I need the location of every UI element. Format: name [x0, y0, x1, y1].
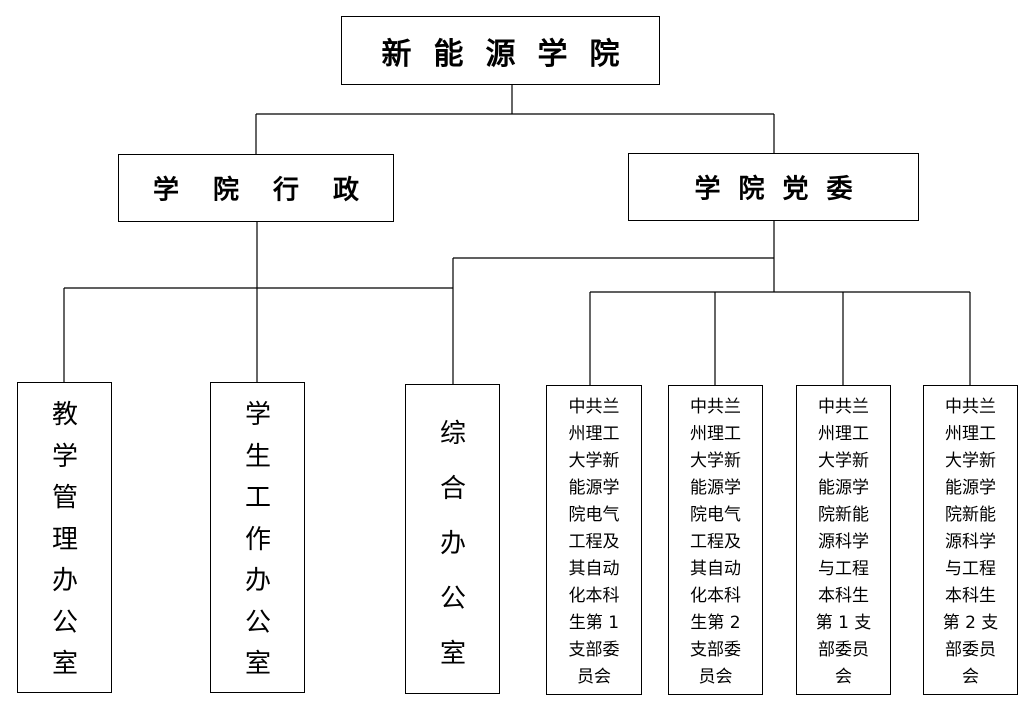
branch-committee-1-node: 中共兰州理工大学新能源学院电气工程及其自动化本科生第 1 支部委员会 — [546, 385, 642, 695]
general-office-node: 综合办公室 — [405, 384, 500, 694]
root-label: 新能源学院 — [381, 36, 642, 72]
party-label: 学院党委 — [694, 174, 871, 205]
branch-committee-1-label: 中共兰州理工大学新能源学院电气工程及其自动化本科生第 1 支部委员会 — [568, 397, 620, 687]
admin-label: 学院行政 — [153, 175, 394, 206]
teaching-office-label: 教学管理办公室 — [52, 400, 79, 679]
branch-committee-2-label: 中共兰州理工大学新能源学院电气工程及其自动化本科生第 2 支部委员会 — [690, 397, 741, 687]
branch-committee-3-node: 中共兰州理工大学新能源学院新能源科学与工程本科生第 1 支部委员会 — [796, 385, 891, 695]
teaching-office-node: 教学管理办公室 — [17, 382, 112, 693]
branch-committee-3-label: 中共兰州理工大学新能源学院新能源科学与工程本科生第 1 支部委员会 — [815, 397, 872, 687]
root-node: 新能源学院 — [341, 16, 660, 85]
branch-committee-2-node: 中共兰州理工大学新能源学院电气工程及其自动化本科生第 2 支部委员会 — [668, 385, 763, 695]
student-office-label: 学生工作办公室 — [245, 400, 272, 679]
student-office-node: 学生工作办公室 — [210, 382, 305, 693]
party-node: 学院党委 — [628, 153, 919, 221]
branch-committee-4-node: 中共兰州理工大学新能源学院新能源科学与工程本科生第 2 支部委员会 — [923, 385, 1018, 695]
general-office-label: 综合办公室 — [440, 419, 467, 669]
admin-node: 学院行政 — [118, 154, 394, 222]
branch-committee-4-label: 中共兰州理工大学新能源学院新能源科学与工程本科生第 2 支部委员会 — [942, 397, 999, 687]
